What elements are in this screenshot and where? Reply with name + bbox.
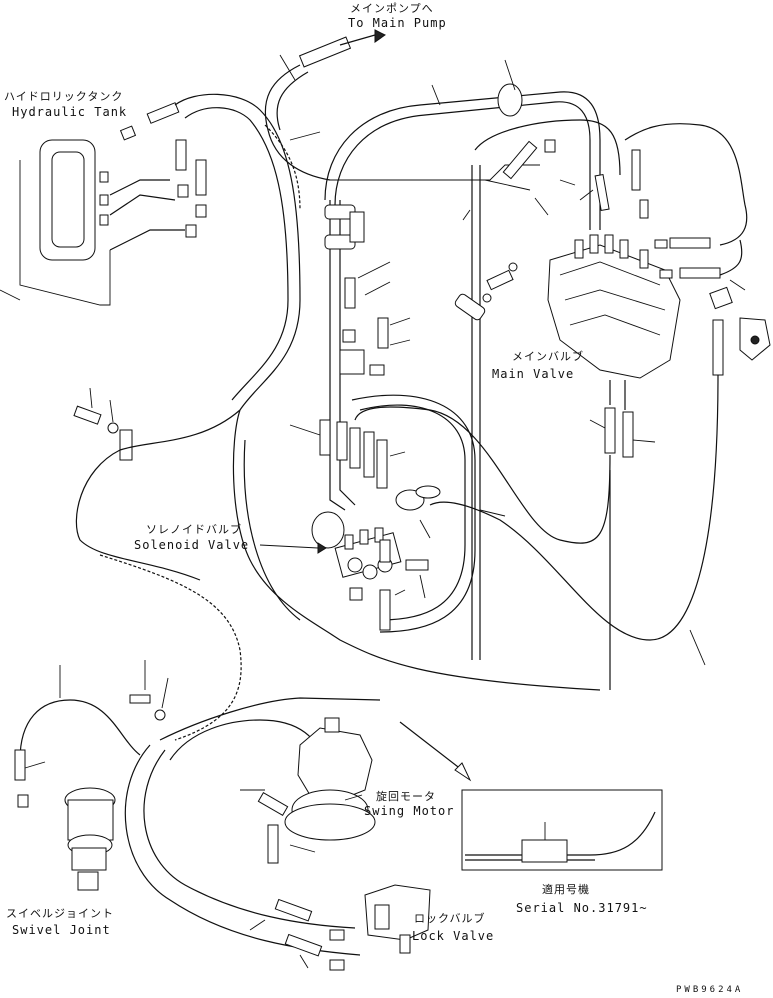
solenoid-valve-label-en: Solenoid Valve xyxy=(134,538,249,552)
spiral-hoses xyxy=(99,554,381,969)
serial-inset xyxy=(399,721,663,871)
solenoid-loops xyxy=(232,394,601,691)
lock-valve-label-en: Lock Valve xyxy=(412,929,494,943)
main-pump-hose xyxy=(264,29,386,181)
middle-fittings xyxy=(339,179,549,376)
swivel-joint xyxy=(14,665,141,891)
main-pump-label-ja: メインポンプへ xyxy=(350,2,434,15)
lock-valve xyxy=(329,884,431,971)
tank-fittings xyxy=(99,102,207,238)
swing-motor xyxy=(257,717,376,864)
main-valve-label-ja: メインバルブ xyxy=(512,349,584,363)
swing-motor-label-ja: 旋回モータ xyxy=(376,789,436,803)
lock-valve-label-ja: ロックバルブ xyxy=(414,911,485,925)
main-valve-label-en: Main Valve xyxy=(492,367,574,381)
swivel-joint-label-en: Swivel Joint xyxy=(12,923,111,937)
pipe-clamps xyxy=(324,204,518,321)
left-clamp xyxy=(73,387,241,581)
drawing-code: PWB9624A xyxy=(676,985,743,995)
tank-hoses xyxy=(109,93,301,411)
upper-pipes xyxy=(324,59,621,230)
hydraulic-tank xyxy=(0,139,111,306)
hydraulic-tank-label-en: Hydraulic Tank xyxy=(12,105,127,119)
main-valve xyxy=(502,139,771,458)
spiral-guard-upper xyxy=(264,124,321,211)
solenoid-valve-label-ja: ソレノイドバルブ xyxy=(146,522,242,536)
main-pump-label-en: To Main Pump xyxy=(348,16,447,30)
right-pipes xyxy=(354,123,748,690)
hydraulic-tank-label-ja: ハイドロリックタンク xyxy=(4,90,123,103)
solenoid-valve xyxy=(259,419,441,631)
serial-label-en: Serial No.31791~ xyxy=(516,901,648,915)
swing-motor-label-en: Swing Motor xyxy=(364,804,454,818)
swivel-joint-label-ja: スイベルジョイント xyxy=(6,907,114,920)
serial-label-ja: 適用号機 xyxy=(542,882,590,896)
